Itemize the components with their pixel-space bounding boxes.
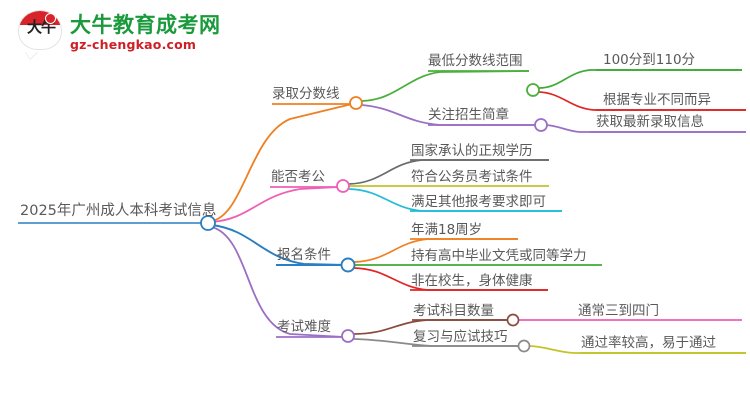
node-root[interactable] — [200, 215, 216, 231]
node-luqufenshuxian[interactable] — [349, 96, 363, 110]
mindmap-label-nengfoukaogong[interactable]: 能否考公 — [271, 169, 325, 185]
mindmap-label-manzuqita[interactable]: 满足其他报考要求即可 — [411, 194, 546, 210]
mindmap-label-guanzhuzhaoshengjianzhang[interactable]: 关注招生简章 — [428, 107, 509, 123]
mindmap-label-genjuzhuanye[interactable]: 根据专业不同而异 — [603, 92, 711, 108]
node-nengfoukaogong[interactable] — [336, 179, 350, 193]
edge-root-to-luqufenshuxian — [211, 103, 353, 222]
edge-to-huoquzuixinluquxinxi — [545, 124, 746, 133]
mindmap-label-guojiachengren[interactable]: 国家承认的正规学历 — [411, 143, 533, 159]
mindmap-label-baomingtiaojian[interactable]: 报名条件 — [277, 247, 331, 263]
edge-root-to-kaoshinandu — [211, 226, 345, 338]
edge-root-to-baomingtiaojian — [211, 224, 345, 266]
node-zuidifenshuxianfanwei[interactable] — [526, 83, 540, 97]
mindmap-label-fuhegongwuyuan[interactable]: 符合公务员考试条件 — [411, 169, 533, 185]
logo-bubble-tail — [25, 51, 38, 59]
node-kaoshinandu[interactable] — [341, 329, 355, 343]
mindmap-label-fuxiyuyingshijiqiao[interactable]: 复习与应试技巧 — [413, 329, 508, 345]
logo-title: 大牛教育成考网 — [70, 12, 221, 37]
mindmap-label-kaoshinandu[interactable]: 考试难度 — [277, 319, 331, 335]
mindmap-label-100-to-110[interactable]: 100分到110分 — [603, 52, 696, 68]
edge-to-genjuzhuanye — [538, 91, 746, 111]
mindmap-label-nianman18[interactable]: 年满18周岁 — [411, 222, 483, 238]
mindmap-label-feizaixiaosheng[interactable]: 非在校生，身体健康 — [411, 273, 533, 289]
mindmap-label-tongguolvjiaogao[interactable]: 通过率较高，易于通过 — [581, 335, 716, 351]
edge-to-zuidifenshuxianfanwei — [361, 70, 530, 102]
mindmap-label-zuidifenshuxianfanwei[interactable]: 最低分数线范围 — [428, 53, 523, 69]
edge-root-to-nengfoukaogong — [211, 186, 340, 223]
logo-subtitle: gz-chengkao.com — [70, 36, 197, 52]
node-guanzhuzhaoshengjianzhang[interactable] — [534, 118, 548, 132]
logo-mark-icon: 大牛 — [18, 10, 62, 59]
edge-to-tongguolvjiaogao — [529, 345, 746, 354]
mindmap-label-kaoshikemushuliang[interactable]: 考试科目数量 — [413, 303, 494, 319]
logo-text-block: 大牛教育成考网 gz-chengkao.com — [70, 13, 221, 52]
site-logo: 大牛 大牛教育成考网 gz-chengkao.com — [18, 10, 221, 59]
logo-red-dot-icon — [45, 13, 56, 24]
mindmap-label-luqufenshuxian[interactable]: 录取分数线 — [272, 86, 340, 102]
mindmap-root-label[interactable]: 2025年广州成人本科考试信息 — [20, 203, 217, 219]
mindmap-label-huoquzuixinluquxinxi[interactable]: 获取最新录取信息 — [596, 114, 704, 130]
mindmap-label-chiyougaozhong[interactable]: 持有高中毕业文凭或同等学力 — [411, 248, 587, 264]
node-fuxiyuyingshijiqiao[interactable] — [517, 339, 531, 353]
mindmap-label-tongchangsandaosimen[interactable]: 通常三到四门 — [578, 303, 659, 319]
node-kaoshikemushuliang[interactable] — [506, 313, 520, 327]
edge-to-100-to-110 — [538, 69, 742, 89]
node-baomingtiaojian[interactable] — [340, 257, 356, 273]
